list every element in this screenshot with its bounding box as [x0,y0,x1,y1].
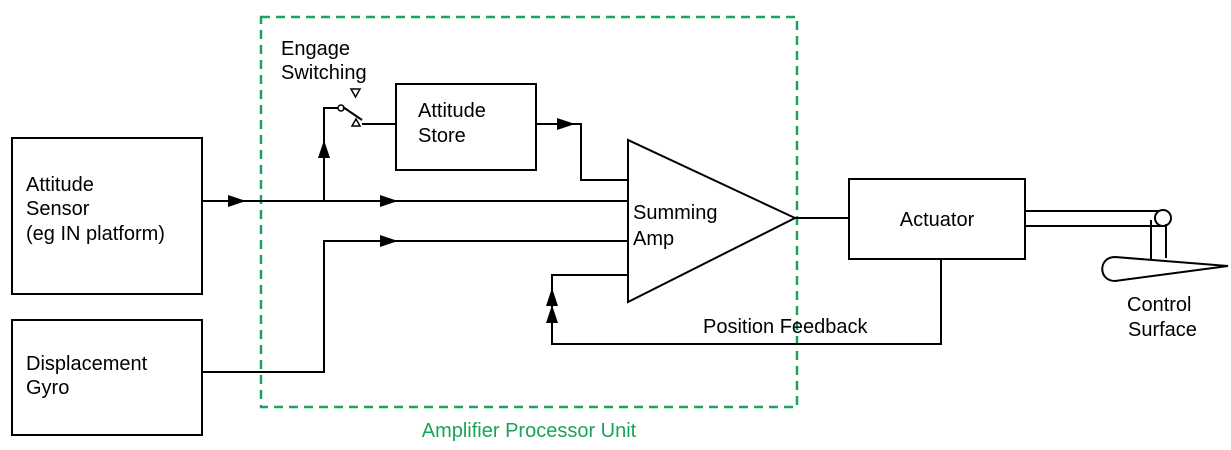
engage-switching-label-2: Switching [281,62,367,84]
attitude-sensor-box [11,137,203,295]
attitude-store-label-2: Store [418,125,466,147]
control-surface [1101,255,1229,283]
engage-branch-line [323,107,338,201]
switch-blade [342,106,363,121]
feedback-arrow-upper [546,288,558,306]
feedback-arrow [546,305,558,323]
displacement-gyro-label-1: Displacement [26,353,148,375]
attitude-sensor-label-1: Attitude [26,174,94,196]
store-output-line [536,123,628,181]
attitude-store-label-1: Attitude [418,100,486,122]
linkage-pivot [1154,209,1172,227]
summing-amp-label-2: Amp [633,228,674,250]
gyro-signal-line [202,240,628,373]
displacement-gyro-box [11,319,203,436]
attitude-sensor-label-3: (eg IN platform) [26,223,165,245]
summing-amplifier [627,138,798,304]
switch-actuator-icon [349,88,362,99]
sensor-signal-arrow-1 [228,195,246,207]
displacement-gyro-label-2: Gyro [26,377,69,399]
actuator-label: Actuator [900,209,975,231]
attitude-sensor-label-2: Sensor [26,198,90,220]
position-feedback-label: Position Feedback [703,316,869,338]
summing-amp-label-1: Summing [633,202,717,224]
actuator-box [848,178,1026,260]
apu-label: Amplifier Processor Unit [422,420,637,442]
control-surface-label-2: Surface [1128,319,1197,341]
sensor-signal-arrow-2 [380,195,398,207]
attitude-store-box [395,83,537,171]
engage-switching-label-1: Engage [281,38,350,60]
amplifier-processor-unit-boundary [259,15,799,409]
store-output-arrow [557,118,575,130]
gyro-signal-arrow [380,235,398,247]
control-surface-label-1: Control [1127,294,1191,316]
position-feedback-line [551,259,942,345]
engage-branch-arrow [318,140,330,158]
switch-contact-icon [350,117,362,127]
